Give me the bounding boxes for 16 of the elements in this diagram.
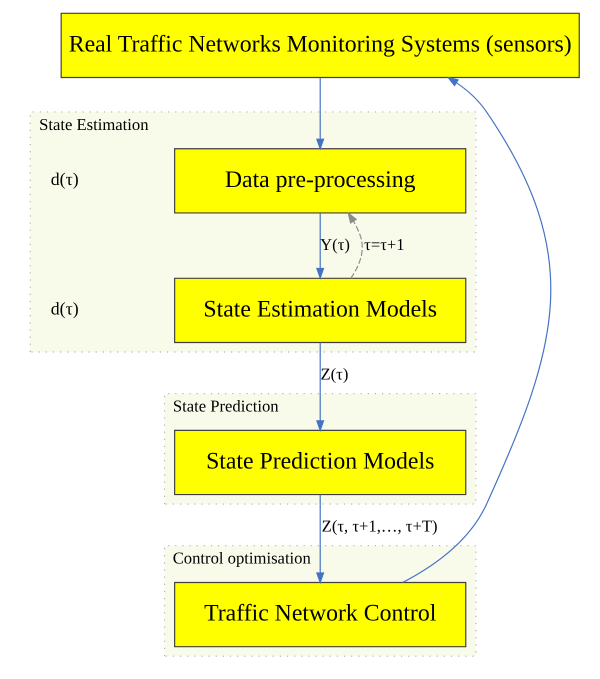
arrow [402,76,551,583]
label: d(τ) [50,169,79,190]
edge-label: τ=τ+1 [364,235,405,254]
node-box: Data pre-processing [174,148,466,214]
label: d(τ) [50,298,79,319]
arrow [316,78,324,150]
arrow [347,212,363,279]
arrow [316,213,324,280]
node-box: Real Traffic Networks Monitoring Systems (sensors) [60,12,580,78]
node-box: Traffic Network Control [174,582,466,648]
edge-label: Z(τ) [320,364,348,384]
edge-label: Z(τ, τ+1,…, τ+T) [322,516,438,536]
node-box: State Prediction Models [174,430,466,496]
arrow [316,494,324,584]
arrow [316,342,324,432]
node-box: State Estimation Models [174,278,466,344]
